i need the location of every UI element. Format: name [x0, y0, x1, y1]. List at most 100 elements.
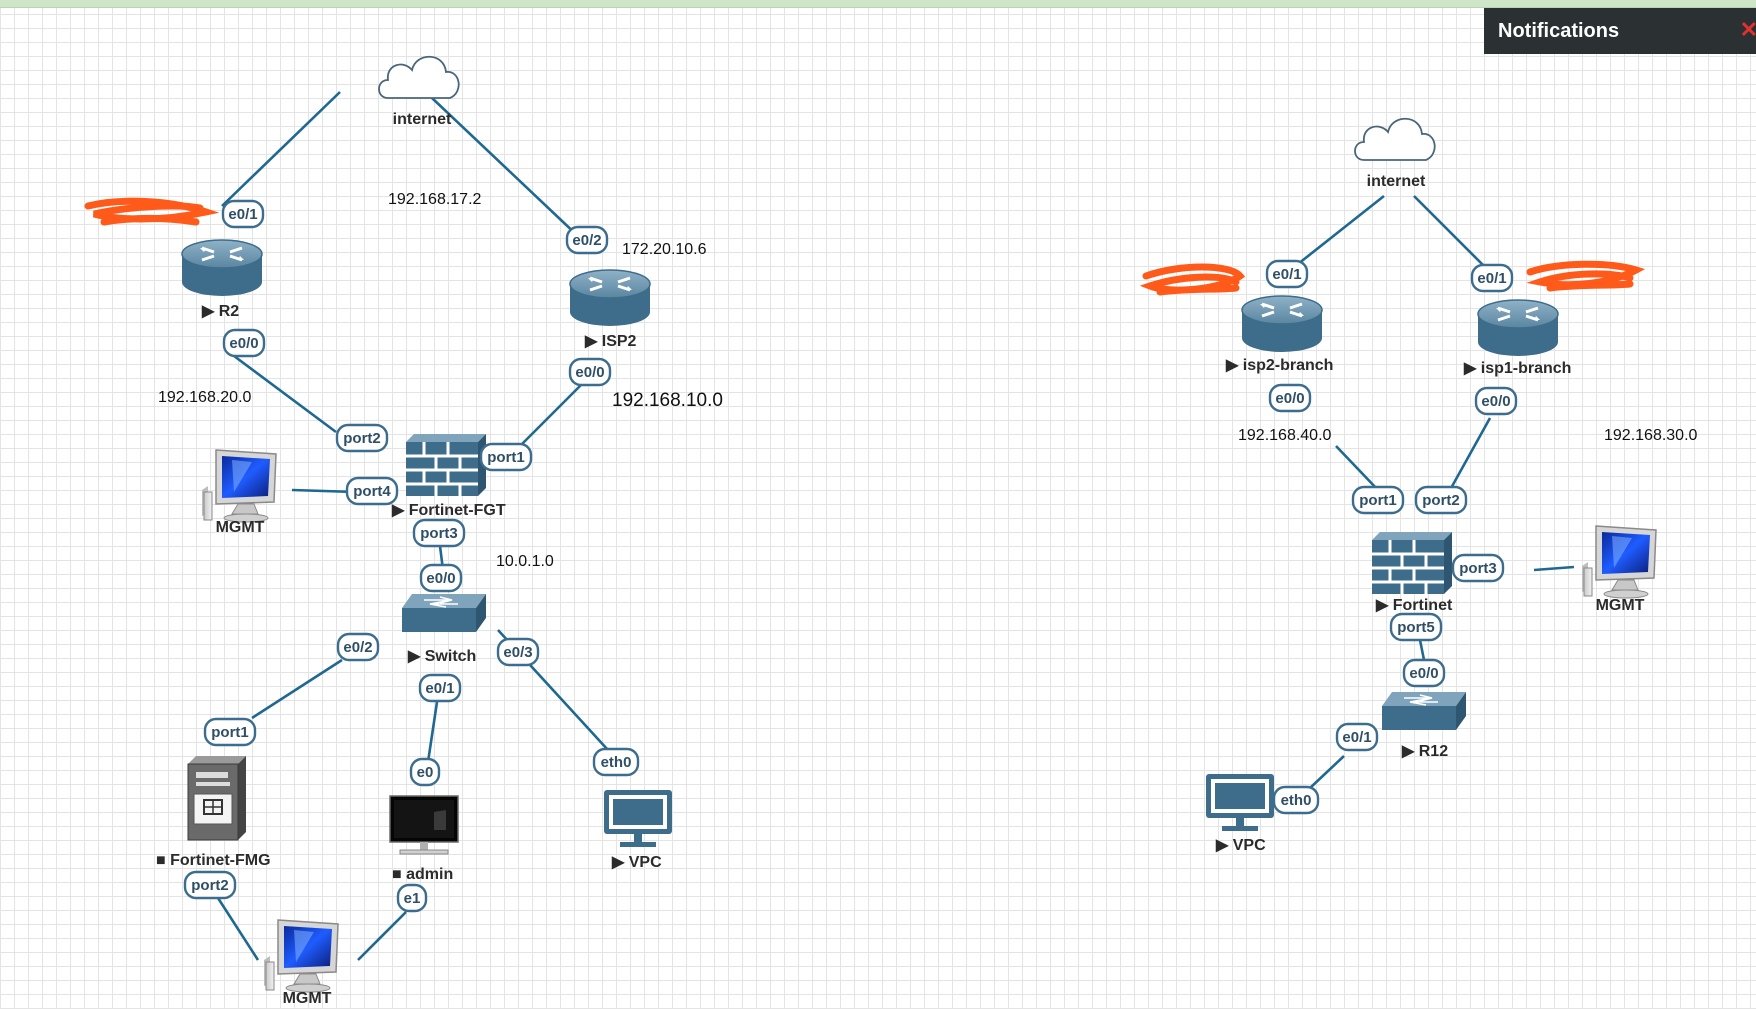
node-label: MGMT [1596, 597, 1645, 614]
vpc-left[interactable]: ▶ VPC [604, 790, 672, 871]
node-label: ■ Fortinet-FMG [156, 852, 271, 869]
port-badge[interactable]: e0/0 [419, 563, 463, 593]
network-label: 192.168.17.2 [388, 191, 482, 208]
network-label: 192.168.10.0 [612, 390, 723, 411]
svg-text:e0: e0 [417, 764, 434, 781]
svg-text:e0/2: e0/2 [572, 232, 601, 249]
vpc-right[interactable]: ▶ VPC [1206, 774, 1274, 854]
pc-mgmt-right[interactable]: MGMT [1581, 525, 1657, 614]
link-r2-internet [221, 91, 341, 207]
port-badge[interactable]: e0/1 [1265, 259, 1309, 289]
host-admin[interactable]: ■ admin [389, 795, 459, 883]
port-badge[interactable]: port4 [345, 476, 399, 506]
port-badge[interactable]: e0/0 [1402, 658, 1446, 688]
svg-text:port1: port1 [487, 449, 525, 466]
router-r2[interactable]: ▶ R2 [180, 238, 264, 320]
server-icon [187, 755, 247, 841]
svg-text:e1: e1 [404, 890, 421, 907]
node-label: ▶ ISP2 [584, 333, 637, 350]
link-admin-mgmt [357, 911, 407, 961]
port-badge[interactable]: e0/3 [496, 637, 540, 667]
svg-text:e0/0: e0/0 [1481, 393, 1510, 410]
port-badge[interactable]: e0/1 [1470, 263, 1514, 293]
port-badge[interactable]: port1 [203, 717, 257, 747]
port-badge[interactable]: e0/1 [1335, 722, 1379, 752]
node-label: ▶ isp1-branch [1463, 360, 1571, 377]
port-badge[interactable]: e0/1 [418, 673, 462, 703]
port-badge[interactable]: eth0 [1272, 785, 1320, 815]
redaction-scribble-right-1 [1139, 263, 1246, 296]
node-label: ▶ isp2-branch [1225, 357, 1333, 374]
node-label: ▶ R12 [1401, 743, 1448, 760]
firewall-fortinet-fgt[interactable]: ▶ Fortinet-FGT [391, 432, 506, 519]
switch-r12[interactable]: ▶ R12 [1381, 691, 1467, 760]
link-switch-admin [426, 701, 439, 763]
node-label: internet [393, 111, 452, 128]
svg-text:e0/0: e0/0 [229, 335, 258, 352]
network-label: 192.168.20.0 [158, 389, 252, 406]
port-badge[interactable]: e0/0 [222, 328, 266, 358]
notifications-panel[interactable]: Notifications ✕ [1484, 8, 1756, 54]
port-badge[interactable]: port5 [1389, 612, 1443, 642]
port-badge[interactable]: port2 [1414, 485, 1468, 515]
network-label: 192.168.40.0 [1238, 427, 1332, 444]
port-badge[interactable]: e1 [396, 883, 428, 913]
router-icon [568, 268, 652, 328]
port-badge[interactable]: eth0 [592, 747, 640, 777]
svg-text:port3: port3 [420, 525, 458, 542]
node-label: ▶ Fortinet [1375, 597, 1453, 614]
link-isp2-internet [431, 97, 581, 239]
svg-text:e0/1: e0/1 [1342, 729, 1371, 746]
port-badge[interactable]: port1 [1351, 485, 1405, 515]
switch-node[interactable]: ▶ Switch [401, 593, 487, 665]
computer-icon [263, 919, 339, 993]
port-badge[interactable]: e0/2 [565, 225, 609, 255]
svg-text:e0/0: e0/0 [1275, 390, 1304, 407]
port-badge[interactable]: port2 [335, 423, 389, 453]
router-icon [1240, 294, 1324, 354]
link-fw-r12 [1418, 639, 1426, 661]
svg-text:eth0: eth0 [1281, 792, 1312, 809]
port-badge[interactable]: e0/2 [336, 632, 380, 662]
svg-text:e0/1: e0/1 [1477, 270, 1506, 287]
firewall-icon [404, 432, 488, 498]
firewall-icon [1370, 530, 1454, 596]
left-internet-cloud[interactable]: internet [378, 55, 460, 128]
port-badge[interactable]: e0/0 [1474, 386, 1518, 416]
node-label: ▶ R2 [201, 303, 239, 320]
server-fortinet-fmg[interactable]: ■ Fortinet-FMG [156, 755, 271, 869]
network-label: 192.168.30.0 [1604, 427, 1698, 444]
svg-text:port2: port2 [1422, 492, 1460, 509]
pc-mgmt-bottom[interactable]: MGMT [263, 919, 339, 1007]
firewall-fortinet[interactable]: ▶ Fortinet [1370, 530, 1454, 614]
svg-text:e0/3: e0/3 [503, 644, 532, 661]
port-badge[interactable]: port3 [412, 518, 466, 548]
port-badge[interactable]: port3 [1451, 553, 1505, 583]
port-badge[interactable]: port2 [183, 870, 237, 900]
port-badge[interactable]: e0/0 [568, 357, 612, 387]
link-switch-fmg [251, 658, 343, 720]
right-links [1297, 194, 1575, 789]
port-badge[interactable]: port1 [479, 442, 533, 472]
node-label: ▶ VPC [1215, 837, 1266, 854]
router-isp1-branch[interactable]: ▶ isp1-branch [1463, 298, 1571, 377]
switch-icon [401, 593, 487, 633]
link-fw-mgmt [1533, 565, 1575, 572]
router-isp2-branch[interactable]: ▶ isp2-branch [1225, 294, 1333, 374]
close-icon[interactable]: ✕ [1739, 17, 1756, 42]
vpc-icon [604, 790, 672, 847]
port-badge[interactable]: e0/0 [1268, 383, 1312, 413]
link-isp2branch-fw [1335, 445, 1379, 491]
svg-text:e0/1: e0/1 [425, 680, 454, 697]
node-label: MGMT [283, 990, 332, 1007]
link-isp1branch-internet [1413, 195, 1485, 267]
pc-mgmt-left[interactable]: MGMT [201, 449, 277, 536]
redaction-scribble-left [84, 197, 220, 226]
svg-text:port3: port3 [1459, 560, 1497, 577]
right-internet-cloud[interactable]: internet [1354, 117, 1436, 190]
port-badge[interactable]: e0 [409, 757, 441, 787]
router-isp2[interactable]: ▶ ISP2 [568, 268, 652, 350]
port-badge[interactable]: e0/1 [221, 199, 265, 229]
node-label: MGMT [216, 519, 265, 536]
